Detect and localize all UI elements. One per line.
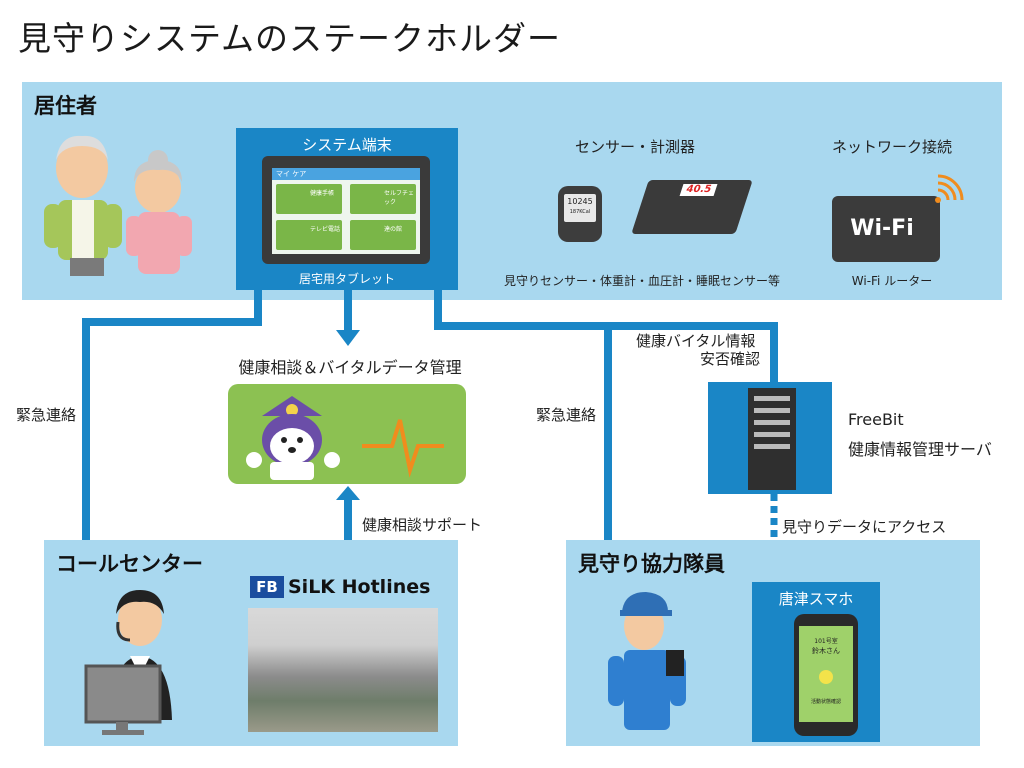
phone-status: 活動状態確認 <box>810 699 841 705</box>
pedometer-value: 10245 <box>567 197 593 206</box>
wifi-router-label: Wi-Fi <box>850 216 914 241</box>
pedometer-device: 10245 187KCal <box>558 186 602 242</box>
arrowhead-down <box>336 330 360 346</box>
scale-display: 40.5 <box>679 184 718 196</box>
pedometer-unit: 187KCal <box>569 209 591 215</box>
rack-slot <box>754 396 790 401</box>
smartphone-screen: 101号室 鈴木さん 活動状態確認 <box>799 626 853 722</box>
smartphone-device: 101号室 鈴木さん 活動状態確認 <box>794 614 858 736</box>
rack-slot <box>754 408 790 413</box>
phone-name: 鈴木さん <box>812 647 840 655</box>
smartphone-title: 唐津スマホ <box>778 590 854 608</box>
server-name: FreeBit <box>848 410 904 429</box>
residents-title: 居住者 <box>34 94 97 118</box>
brand-mark: FB <box>250 576 284 598</box>
tablet-tile-label: 健康手帳 <box>310 190 335 197</box>
body-scale-device: 40.5 <box>631 180 753 234</box>
server-desc: 健康情報管理サーバ <box>848 440 992 459</box>
tablet-device: マイ ケア 健康手帳 セルフチェック テレビ電話 達の館 <box>262 156 430 264</box>
tablet-tile-label: 達の館 <box>384 226 403 233</box>
vital-info-label: 健康バイタル情報 <box>636 332 756 350</box>
tablet-header: マイ ケア <box>272 168 420 180</box>
call-center-title: コールセンター <box>56 552 203 576</box>
tablet-tile-2[interactable]: セルフチェック <box>350 184 416 214</box>
system-terminal-caption: 居宅用タブレット <box>298 272 395 286</box>
network-caption: Wi-Fi ルーター <box>851 274 933 288</box>
wifi-router: Wi-Fi <box>832 196 940 262</box>
rack-slot <box>754 432 790 437</box>
emergency-contact-left: 緊急連絡 <box>16 406 77 424</box>
brand-name: SiLK Hotlines <box>288 576 431 598</box>
tablet-tile-3[interactable]: テレビ電話 <box>276 220 342 250</box>
emergency-contact-mid: 緊急連絡 <box>536 406 597 424</box>
tablet-tile-label: テレビ電話 <box>310 226 341 233</box>
tablet-tile-4[interactable]: 達の館 <box>350 220 416 250</box>
health-mgmt-box <box>228 384 466 484</box>
health-mgmt-title: 健康相談＆バイタルデータ管理 <box>238 358 462 377</box>
tablet-tile-1[interactable]: 健康手帳 <box>276 184 342 214</box>
sensors-title: センサー・計測器 <box>574 138 695 156</box>
server-rack-icon <box>748 388 796 490</box>
network-title: ネットワーク接続 <box>831 138 952 156</box>
call-center-photo <box>248 608 438 732</box>
rack-slot <box>754 444 790 449</box>
data-access-label: 見守りデータにアクセス <box>782 518 947 536</box>
tablet-tile-label: セルフチェック <box>384 190 415 206</box>
residents-panel <box>22 82 1002 300</box>
watchers-title: 見守り協力隊員 <box>578 552 725 576</box>
health-support-label: 健康相談サポート <box>362 516 483 534</box>
arrowhead-up <box>336 486 360 500</box>
safety-check-label: 安否確認 <box>700 350 761 368</box>
status-indicator-icon <box>819 670 833 684</box>
pedometer-screen: 10245 187KCal <box>564 194 596 222</box>
tablet-screen: マイ ケア 健康手帳 セルフチェック テレビ電話 達の館 <box>272 168 420 254</box>
rack-slot <box>754 420 790 425</box>
phone-room: 101号室 <box>814 638 838 645</box>
sensors-caption: 見守りセンサー・体重計・血圧計・睡眠センサー等 <box>503 274 780 288</box>
page-title: 見守りシステムのステークホルダー <box>18 19 562 58</box>
system-terminal-title: システム端末 <box>302 136 392 154</box>
